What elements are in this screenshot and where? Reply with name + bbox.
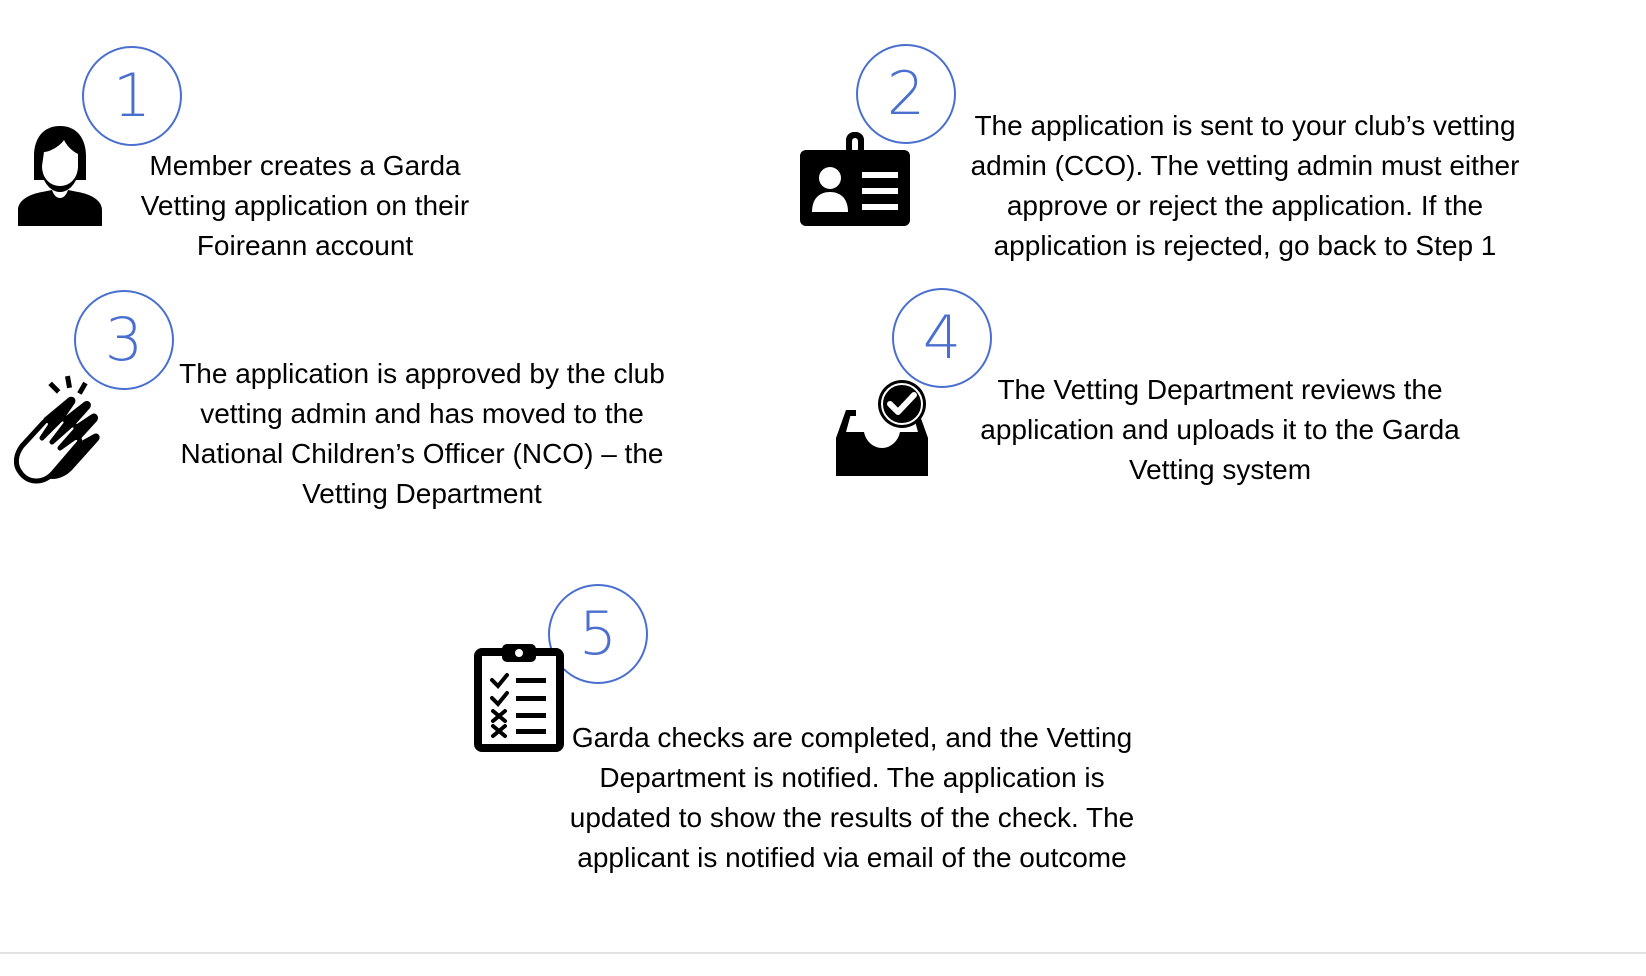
step-4-line-1: The Vetting Department reviews the [997, 374, 1443, 405]
step-1-text: Member creates a Garda Vetting applicati… [105, 146, 505, 266]
step-4-number: 4 [892, 288, 992, 388]
step-2-line-3: approve or reject the application. If th… [1006, 190, 1484, 221]
bottom-divider [0, 952, 1646, 954]
checklist-clipboard-icon [474, 644, 564, 752]
step-5-line-3: updated to show the results of the check… [569, 802, 1135, 833]
step-1-line-1: Member creates a Garda [149, 150, 461, 181]
step-3-number: 3 [74, 290, 174, 390]
step-5-line-4: applicant is notified via email of the o… [577, 842, 1127, 873]
step-5-number: 5 [548, 584, 648, 684]
step-1-line-2: Vetting application on their [140, 190, 470, 221]
step-3-line-4: Vetting Department [302, 478, 542, 509]
step-5-line-1: Garda checks are completed, and the Vett… [571, 722, 1133, 753]
step-1-line-3: Foireann account [196, 230, 414, 261]
step-4-line-2: application and uploads it to the Garda [980, 414, 1460, 445]
step-2-line-4: application is rejected, go back to Step… [993, 230, 1497, 261]
step-2-text: The application is sent to your club’s v… [925, 106, 1565, 266]
step-3-line-2: vetting admin and has moved to the [200, 398, 644, 429]
step-4-line-3: Vetting system [1128, 454, 1312, 485]
step-4-text: The Vetting Department reviews the appli… [940, 370, 1500, 490]
step-2-line-1: The application is sent to your club’s v… [974, 110, 1516, 141]
person-icon [18, 126, 102, 226]
id-badge-icon [800, 132, 910, 226]
step-1-number: 1 [82, 46, 182, 146]
step-2-number: 2 [856, 44, 956, 144]
step-5-line-2: Department is notified. The application … [599, 762, 1105, 793]
step-3-line-1: The application is approved by the club [179, 358, 665, 389]
clapping-hands-icon [14, 375, 100, 484]
step-3-line-3: National Children’s Officer (NCO) – the [180, 438, 664, 469]
step-2-line-2: admin (CCO). The vetting admin must eith… [970, 150, 1520, 181]
step-3-text: The application is approved by the club … [162, 354, 682, 514]
step-5-text: Garda checks are completed, and the Vett… [532, 718, 1172, 878]
inbox-check-icon [836, 380, 928, 476]
